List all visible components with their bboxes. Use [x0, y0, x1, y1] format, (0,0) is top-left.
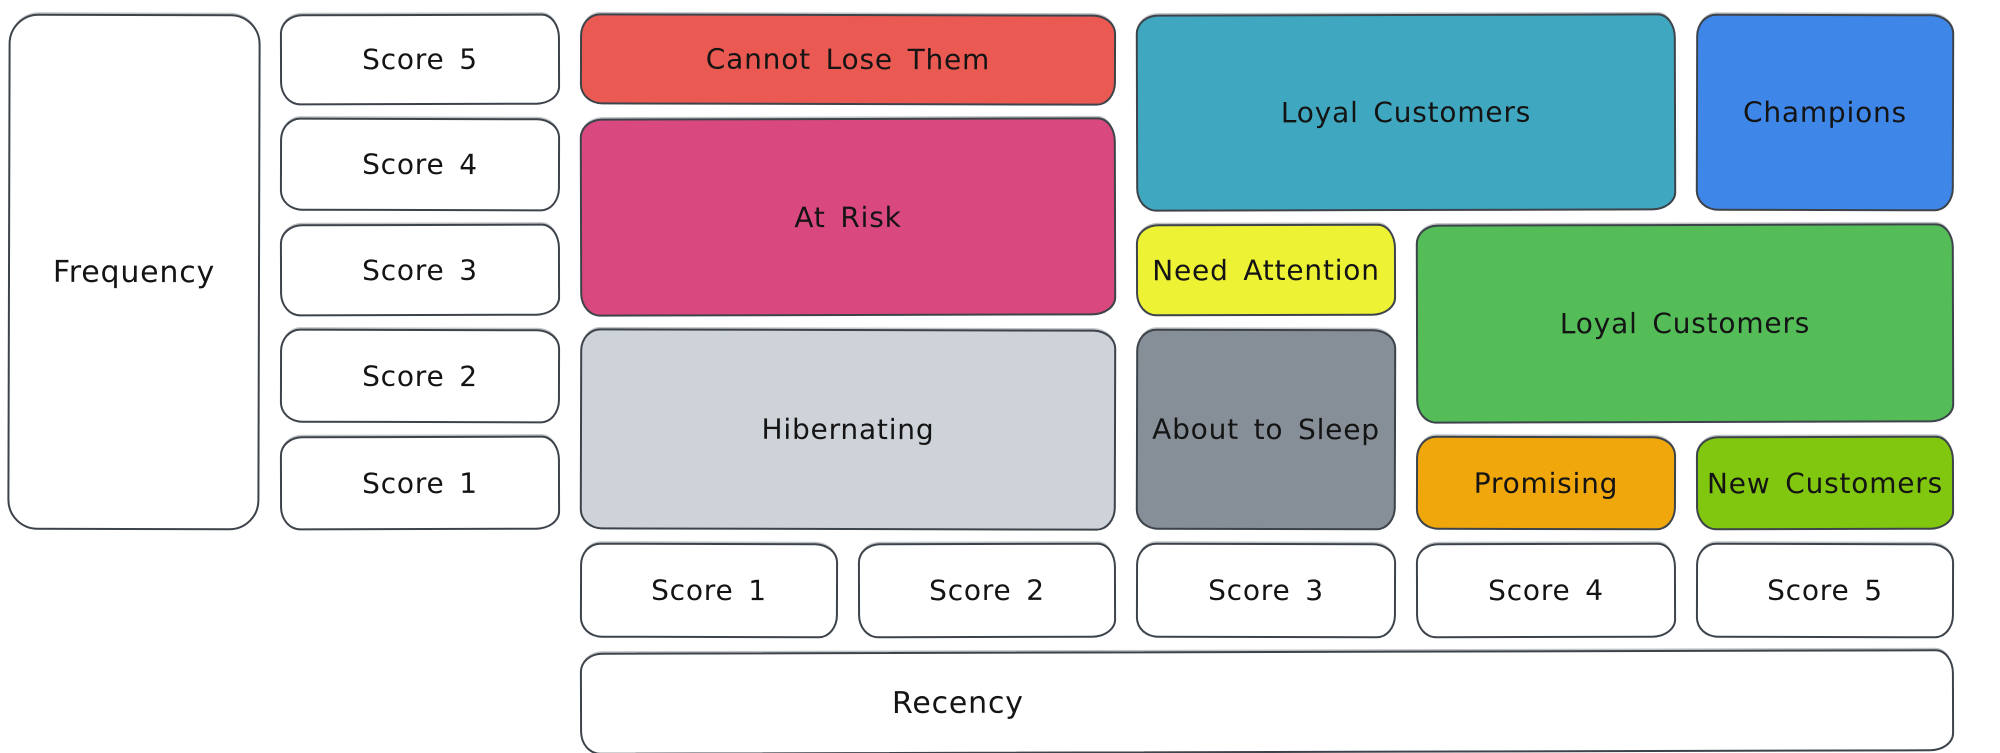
segment-hibernating: Hibernating [579, 328, 1117, 531]
segment-promising: Promising [1415, 435, 1677, 531]
frequency-score-4: Score 4 [279, 117, 561, 212]
frequency-score-2: Score 2 [279, 328, 561, 424]
segment-new-customers: New Customers [1695, 435, 1955, 531]
segment-about-to-sleep: About to Sleep [1135, 328, 1397, 531]
segment-need-attention: Need Attention [1135, 223, 1397, 317]
recency-score-5: Score 5 [1695, 542, 1955, 639]
frequency-score-1: Score 1 [279, 435, 561, 531]
segment-loyal-customers-right: Loyal Customers [1415, 223, 1955, 424]
segment-at-risk: At Risk [579, 117, 1117, 317]
recency-score-1: Score 1 [579, 542, 839, 639]
recency-score-3: Score 3 [1135, 542, 1397, 639]
recency-score-2: Score 2 [857, 542, 1117, 639]
segment-cannot-lose-them: Cannot Lose Them [579, 13, 1117, 106]
frequency-score-5: Score 5 [279, 13, 561, 106]
segment-champions: Champions [1695, 13, 1955, 212]
recency-score-4: Score 4 [1415, 542, 1677, 639]
frequency-score-3: Score 3 [279, 223, 561, 317]
frequency-axis-label: Frequency [7, 13, 261, 531]
recency-axis-label: Recency [579, 649, 1955, 753]
segment-loyal-customers-top: Loyal Customers [1135, 13, 1677, 212]
